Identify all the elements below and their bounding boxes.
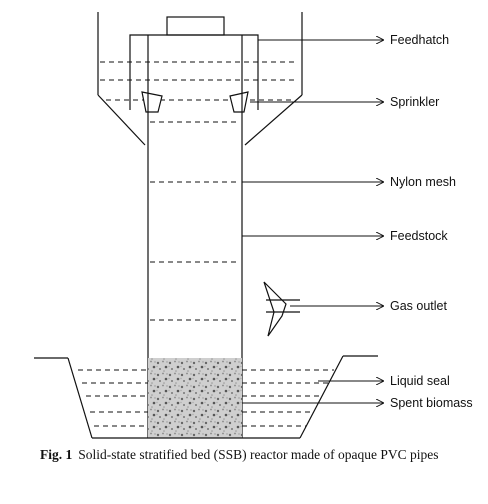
nylon-mesh-layers	[150, 181, 240, 321]
nylon-mesh-label: Nylon mesh	[390, 175, 456, 189]
gas-outlet	[263, 281, 300, 337]
spent-biomass	[148, 358, 242, 438]
gas-outlet-label: Gas outlet	[390, 299, 448, 313]
liquid-seal-tank	[34, 355, 378, 439]
upper-hopper	[97, 12, 303, 146]
spent-biomass-label: Spent biomass	[390, 396, 473, 410]
sprinkler-label: Sprinkler	[390, 95, 439, 109]
figure-number: Fig. 1	[40, 447, 73, 462]
figure-caption: Fig. 1 Solid-state stratified bed (SSB) r…	[40, 446, 470, 464]
feedhatch	[129, 16, 259, 110]
liquid-seal-label: Liquid seal	[390, 374, 450, 388]
sprinkler	[141, 91, 249, 113]
feedhatch-label: Feedhatch	[390, 33, 449, 47]
feedstock-label: Feedstock	[390, 229, 448, 243]
leader-lines	[242, 40, 383, 403]
figure-caption-text: Solid-state stratified bed (SSB) reactor…	[78, 447, 439, 462]
